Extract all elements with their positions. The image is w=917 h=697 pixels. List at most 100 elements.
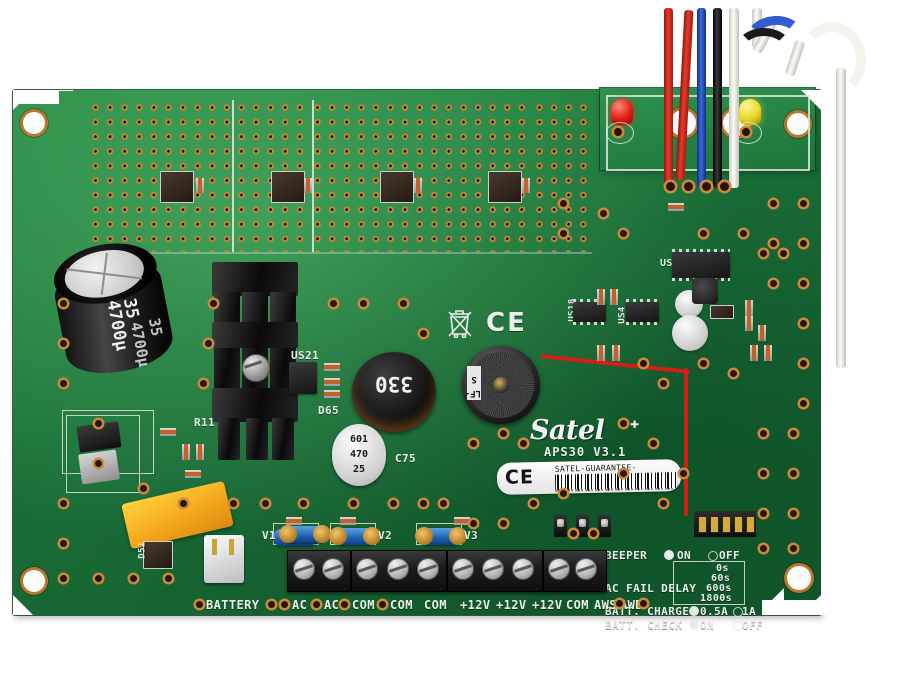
smd-resistor-4 xyxy=(522,178,530,193)
terminal-screw-1[interactable] xyxy=(293,558,315,580)
via xyxy=(230,500,237,507)
terminal-screw-7[interactable] xyxy=(482,558,504,580)
via xyxy=(400,300,407,307)
ic-us1 xyxy=(672,249,730,281)
jumper-label-batt-check: BATT. CHECK xyxy=(605,619,683,632)
terminal-pin-dot-3 xyxy=(379,601,386,608)
via xyxy=(330,300,337,307)
trimmer-label-v1: V1 xyxy=(262,529,277,542)
smd-transistor-4 xyxy=(488,171,522,203)
capacitor-voltage-label-2: 35 xyxy=(144,316,167,338)
silk-c75: C75 xyxy=(395,452,417,465)
via xyxy=(60,500,67,507)
mounting-hole-tl xyxy=(23,112,45,134)
terminal-pin-label-6: +12V xyxy=(496,598,527,612)
silk-r11: R11 xyxy=(194,416,216,429)
via xyxy=(420,500,427,507)
terminal-screw-6[interactable] xyxy=(452,558,474,580)
jumper-circle-charge-1a xyxy=(733,607,743,617)
via xyxy=(570,530,577,537)
smd-resistor-left-b xyxy=(182,444,190,460)
via xyxy=(590,530,597,537)
terminal-screw-9[interactable] xyxy=(548,558,570,580)
via xyxy=(440,500,447,507)
led-board-outline xyxy=(606,95,810,171)
terminal-screw-3[interactable] xyxy=(356,558,378,580)
via xyxy=(620,420,627,427)
via xyxy=(470,520,477,527)
cap601-line1: 601 xyxy=(349,434,369,445)
terminal-screw-8[interactable] xyxy=(512,558,534,580)
via xyxy=(140,485,147,492)
battery-label-dot-left xyxy=(196,601,203,608)
jumper-block-1[interactable] xyxy=(554,515,567,537)
jumper-pin-header[interactable] xyxy=(694,511,756,537)
terminal-pin-label-3: COM xyxy=(390,598,413,612)
jumper-option-delay-60s: 60s xyxy=(711,573,731,584)
via xyxy=(200,380,207,387)
buzzer-red-wire-2 xyxy=(684,368,688,516)
silk-us21: US21 xyxy=(291,349,320,362)
trimmer-pot-v1b[interactable] xyxy=(279,525,331,543)
jumper-block-3[interactable] xyxy=(598,515,611,537)
jumper-option-delay-0s: 0s xyxy=(716,563,729,574)
weee-icon xyxy=(448,310,472,338)
smd-resistor-r-i xyxy=(764,345,772,361)
terminal-pin-label-5: +12V xyxy=(460,598,491,612)
inductor-marking: 330 xyxy=(375,372,413,396)
ce-mark-silkscreen: CE xyxy=(486,308,527,338)
ic-d51 xyxy=(143,541,173,569)
heatsink xyxy=(212,262,300,462)
smd-resistor-r-d xyxy=(612,345,620,361)
via xyxy=(790,430,797,437)
trimmer-label-v2: V2 xyxy=(378,529,393,542)
terminal-screw-4[interactable] xyxy=(387,558,409,580)
smd-resistor-3 xyxy=(414,178,422,193)
via xyxy=(650,440,657,447)
via xyxy=(800,280,807,287)
smd-electrolytic-b xyxy=(672,315,708,351)
via xyxy=(770,280,777,287)
prototype-pad-grid-right xyxy=(536,104,594,252)
led-ring-red xyxy=(606,122,634,144)
smd-resistor-pot-a xyxy=(286,517,302,525)
jumper-option-charge-1a: 1A xyxy=(742,605,757,618)
jumper-label-beeper: BEEPER xyxy=(605,549,648,562)
cap601-line2: 470 xyxy=(349,449,369,460)
jumper-block-2[interactable] xyxy=(576,515,589,537)
trimmer-pot-v2[interactable] xyxy=(329,527,381,545)
white-wire-down-right xyxy=(836,68,846,368)
jumper-circle-check-off xyxy=(733,621,743,631)
jumper-matrix-outline xyxy=(673,561,745,605)
mounting-hole-br xyxy=(787,566,811,590)
via xyxy=(262,500,269,507)
via xyxy=(760,510,767,517)
trimmer-pot-v3[interactable] xyxy=(415,527,467,545)
battery-connector[interactable] xyxy=(204,535,244,583)
via xyxy=(700,360,707,367)
mounting-hole-bl xyxy=(23,570,45,592)
terminal-screw-2[interactable] xyxy=(322,558,344,580)
jumper-dot-beeper-on xyxy=(666,552,672,558)
via xyxy=(790,545,797,552)
via xyxy=(420,330,427,337)
via xyxy=(760,250,767,257)
terminal-pin-label-10: AWB xyxy=(620,598,643,612)
status-led-icon xyxy=(739,99,761,125)
terminal-screw-10[interactable] xyxy=(575,558,597,580)
terminal-pin-label-1: AC xyxy=(324,598,340,612)
jumper-option-check-off: OFF xyxy=(742,619,764,632)
satel-logo-mark: ✚ xyxy=(630,414,640,432)
via xyxy=(560,230,567,237)
smd-resistor-left-a xyxy=(160,428,176,436)
via xyxy=(205,340,212,347)
via xyxy=(530,500,537,507)
terminal-screw-5[interactable] xyxy=(417,558,439,580)
via xyxy=(60,575,67,582)
terminal-pin-dot-1 xyxy=(313,601,320,608)
battery-label-dot-right xyxy=(268,601,275,608)
smd-resistor-pot-c xyxy=(454,517,470,525)
smd-transistor-1 xyxy=(160,171,194,203)
via xyxy=(95,460,102,467)
